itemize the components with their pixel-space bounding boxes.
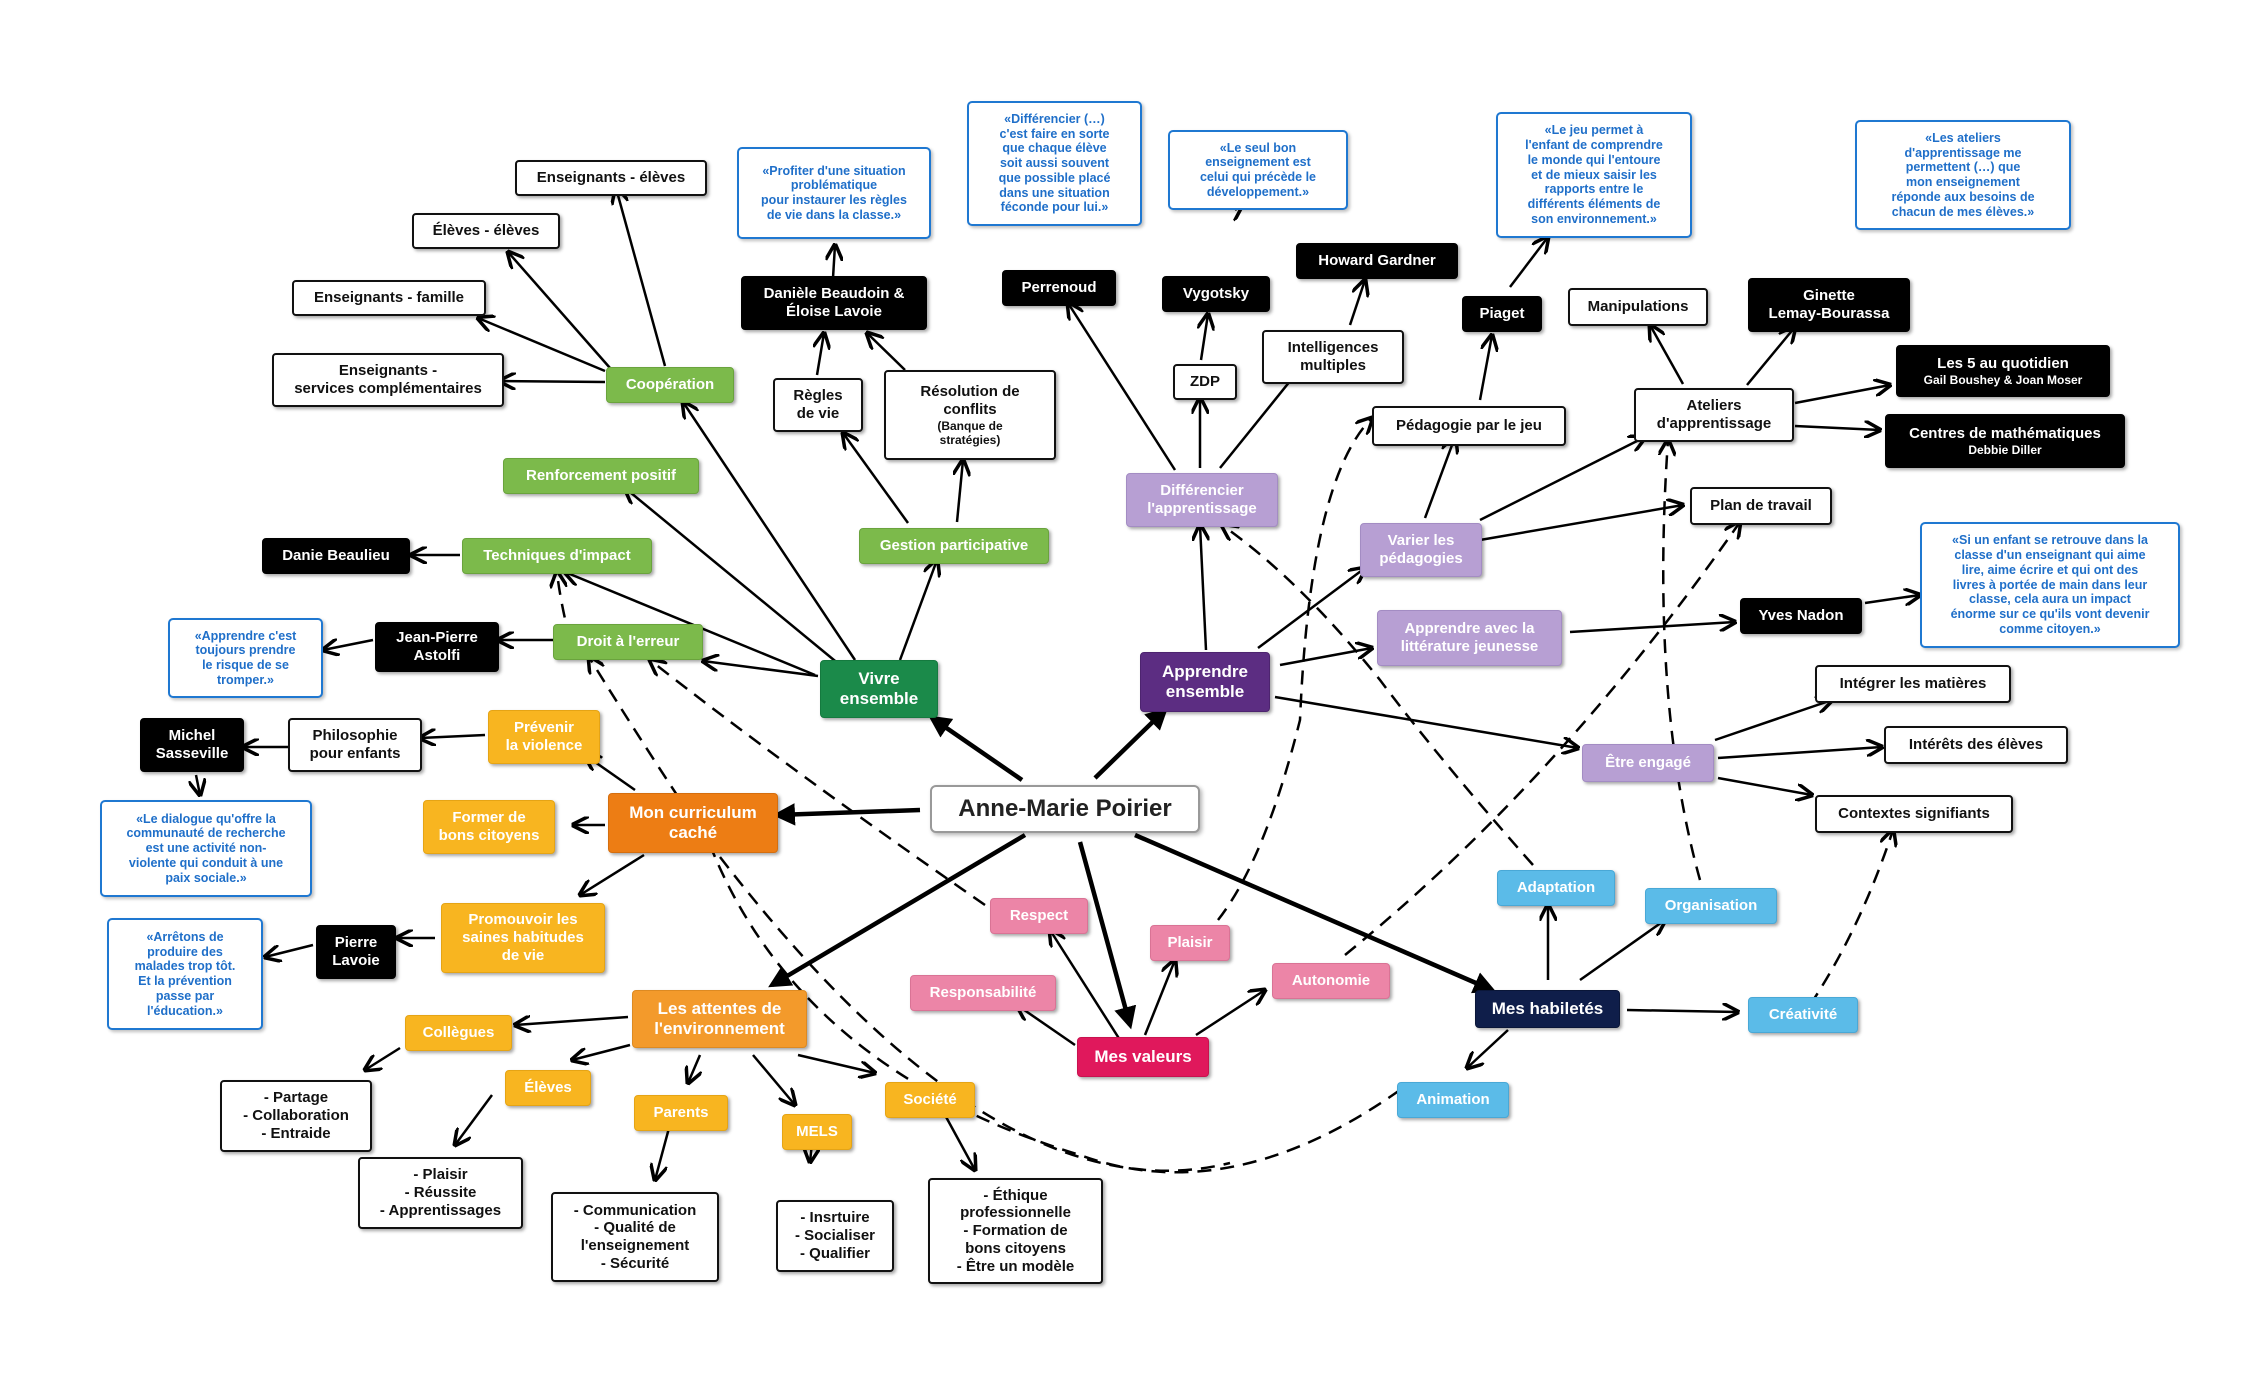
node-zdp[interactable]: ZDP (1173, 364, 1237, 400)
node-mels[interactable]: MELS (782, 1114, 852, 1150)
cinq-title: Les 5 au quotidien (1937, 355, 2069, 373)
node-prevenir-violence[interactable]: Prévenir la violence (488, 710, 600, 764)
node-contextes-signifiants[interactable]: Contextes signifiants (1815, 795, 2013, 833)
node-plan-de-travail[interactable]: Plan de travail (1690, 487, 1832, 525)
quote-astolfi: «Apprendre c'est toujours prendre le ris… (168, 618, 323, 698)
node-manipulations[interactable]: Manipulations (1568, 288, 1708, 326)
branch-attentes-environnement[interactable]: Les attentes de l'environnement (632, 990, 807, 1048)
node-promouvoir-habitudes[interactable]: Promouvoir les saines habitudes de vie (441, 903, 605, 973)
branch-vivre-ensemble[interactable]: Vivre ensemble (820, 660, 938, 718)
branch-mes-habiletes[interactable]: Mes habiletés (1475, 990, 1620, 1028)
node-eleves[interactable]: Élèves (505, 1070, 591, 1106)
centres-author: Debbie Diller (1968, 442, 2042, 457)
node-howard-gardner[interactable]: Howard Gardner (1296, 243, 1458, 279)
node-eleves-items: - Plaisir - Réussite - Apprentissages (358, 1157, 523, 1229)
node-parents[interactable]: Parents (634, 1095, 728, 1131)
node-perrenoud[interactable]: Perrenoud (1002, 270, 1116, 306)
node-lemay-bourassa[interactable]: Ginette Lemay-Bourassa (1748, 278, 1910, 332)
node-differencier[interactable]: Différencier l'apprentissage (1126, 473, 1278, 527)
branch-mes-valeurs[interactable]: Mes valeurs (1077, 1037, 1209, 1077)
node-responsabilite[interactable]: Responsabilité (910, 975, 1056, 1011)
node-droit-erreur[interactable]: Droit à l'erreur (553, 624, 703, 660)
node-litterature-jeunesse[interactable]: Apprendre avec la littérature jeunesse (1377, 610, 1562, 666)
node-collegues-items: - Partage - Collaboration - Entraide (220, 1080, 372, 1152)
node-beaudoin-lavoie[interactable]: Danièle Beaudoin & Éloise Lavoie (741, 276, 927, 330)
cinq-authors: Gail Boushey & Joan Moser (1923, 372, 2083, 387)
node-renforcement-positif[interactable]: Renforcement positif (503, 458, 699, 494)
node-centres-mathematiques[interactable]: Centres de mathématiques Debbie Diller (1885, 414, 2125, 468)
node-vygotsky[interactable]: Vygotsky (1162, 276, 1270, 312)
node-enseignants-services[interactable]: Enseignants - services complémentaires (272, 353, 504, 407)
node-mels-items: - Insrtuire - Socialiser - Qualifier (776, 1200, 894, 1272)
quote-yves-nadon: «Si un enfant se retrouve dans la classe… (1920, 522, 2180, 648)
node-eleves-eleves[interactable]: Élèves - élèves (412, 213, 560, 249)
node-yves-nadon[interactable]: Yves Nadon (1740, 598, 1862, 634)
node-cinq-au-quotidien[interactable]: Les 5 au quotidien Gail Boushey & Joan M… (1896, 345, 2110, 397)
node-pedagogie-jeu[interactable]: Pédagogie par le jeu (1372, 406, 1566, 446)
centres-title: Centres de mathématiques (1909, 425, 2101, 443)
node-astolfi[interactable]: Jean-Pierre Astolfi (375, 622, 499, 672)
quote-lemay-bourassa: «Les ateliers d'apprentissage me permett… (1855, 120, 2071, 230)
node-michel-sasseville[interactable]: Michel Sasseville (140, 718, 244, 772)
branch-apprendre-ensemble[interactable]: Apprendre ensemble (1140, 652, 1270, 712)
node-resolution-conflits[interactable]: Résolution de conflits (Banque de straté… (884, 370, 1056, 460)
quote-beaudoin-lavoie: «Profiter d'une situation problématique … (737, 147, 931, 239)
node-enseignants-eleves[interactable]: Enseignants - élèves (515, 160, 707, 196)
node-intelligences-multiples[interactable]: Intelligences multiples (1262, 330, 1404, 384)
quote-sasseville: «Le dialogue qu'offre la communauté de r… (100, 800, 312, 897)
node-integrer-matieres[interactable]: Intégrer les matières (1815, 665, 2011, 703)
central-topic[interactable]: Anne-Marie Poirier (930, 785, 1200, 833)
quote-vygotsky: «Le seul bon enseignement est celui qui … (1168, 130, 1348, 210)
node-enseignants-famille[interactable]: Enseignants - famille (292, 280, 486, 316)
node-organisation[interactable]: Organisation (1645, 888, 1777, 924)
quote-piaget: «Le jeu permet à l'enfant de comprendre … (1496, 112, 1692, 238)
node-societe-items: - Éthique professionnelle - Formation de… (928, 1178, 1103, 1284)
node-regles-de-vie[interactable]: Règles de vie (773, 378, 863, 432)
node-former-citoyens[interactable]: Former de bons citoyens (423, 800, 555, 854)
node-philosophie-enfants[interactable]: Philosophie pour enfants (288, 718, 422, 772)
resolution-subtitle: (Banque de stratégies) (937, 418, 1003, 447)
node-autonomie[interactable]: Autonomie (1272, 963, 1390, 999)
node-plaisir[interactable]: Plaisir (1150, 925, 1230, 961)
quote-pierre-lavoie: «Arrêtons de produire des malades trop t… (107, 918, 263, 1030)
node-interets-eleves[interactable]: Intérêts des élèves (1884, 726, 2068, 764)
node-parents-items: - Communication - Qualité de l'enseignem… (551, 1192, 719, 1282)
node-varier-pedagogies[interactable]: Varier les pédagogies (1360, 523, 1482, 577)
node-animation[interactable]: Animation (1397, 1082, 1509, 1118)
node-danie-beaulieu[interactable]: Danie Beaulieu (262, 538, 410, 574)
node-etre-engage[interactable]: Être engagé (1582, 744, 1714, 782)
node-creativite[interactable]: Créativité (1748, 997, 1858, 1033)
node-adaptation[interactable]: Adaptation (1497, 870, 1615, 906)
node-societe[interactable]: Société (885, 1082, 975, 1118)
node-respect[interactable]: Respect (990, 898, 1088, 934)
node-techniques-impact[interactable]: Techniques d'impact (462, 538, 652, 574)
quote-perrenoud: «Différencier (…) c'est faire en sorte q… (967, 101, 1142, 226)
node-gestion-participative[interactable]: Gestion participative (859, 528, 1049, 564)
branch-curriculum-cache[interactable]: Mon curriculum caché (608, 793, 778, 853)
node-cooperation[interactable]: Coopération (606, 367, 734, 403)
node-ateliers-apprentissage[interactable]: Ateliers d'apprentissage (1634, 388, 1794, 442)
node-pierre-lavoie[interactable]: Pierre Lavoie (316, 925, 396, 979)
node-collegues[interactable]: Collègues (405, 1015, 512, 1051)
resolution-title: Résolution de conflits (920, 383, 1020, 418)
node-piaget[interactable]: Piaget (1462, 296, 1542, 332)
